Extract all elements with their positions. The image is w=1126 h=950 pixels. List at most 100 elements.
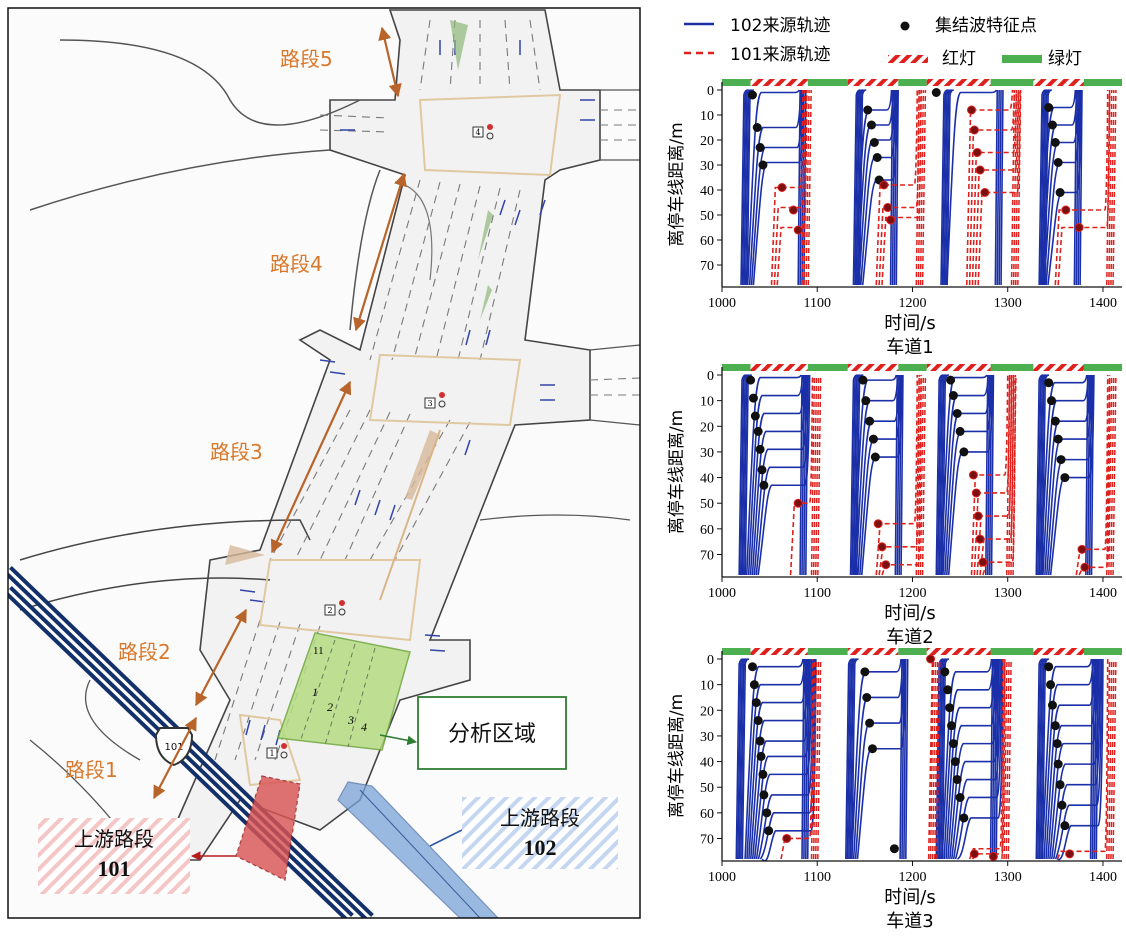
feature-point-30 [1047, 700, 1057, 710]
traj-101-c3-1 [1057, 89, 1111, 286]
x-tick-label-3: 1300 [994, 296, 1022, 311]
feature-point-8 [858, 375, 868, 385]
signal-red-0 [750, 364, 808, 371]
signal-red-3 [1033, 648, 1084, 655]
x-axis-label: 时间/s [884, 887, 935, 908]
feature-point-32 [1077, 544, 1087, 554]
traj-101-tail-c2-1 [1003, 658, 1008, 860]
traj-101-c2-1 [971, 658, 1006, 860]
traj-102-tail-c1-0 [889, 89, 894, 286]
feature-point-3 [753, 426, 763, 436]
signal-red-0 [750, 648, 808, 655]
traj-101-c2-0 [965, 89, 1014, 286]
map-frame [7, 7, 641, 919]
feature-point-10 [865, 416, 875, 426]
lane-number-1: 1 [312, 685, 318, 699]
y-axis-label: 离停车线距离/m [667, 122, 687, 246]
feature-point-26 [1061, 205, 1071, 215]
feature-point-8 [867, 120, 877, 130]
traj-101-tail-c0-0 [810, 374, 816, 576]
traj-102-tail-c1-1 [896, 374, 900, 576]
segment-arrows [153, 26, 407, 800]
upstream-102-road [337, 781, 499, 918]
upstream-102-box [462, 797, 618, 869]
signal-red-1 [847, 79, 899, 86]
feature-point-5 [757, 465, 767, 475]
feature-point-0 [747, 90, 757, 100]
y-tick-label-1: 10 [700, 109, 714, 124]
traj-101-tail-c0-0 [801, 89, 806, 286]
traj-102-c0-2 [749, 374, 805, 576]
signal-green-1 [807, 79, 848, 86]
y-tick-label-5: 50 [700, 209, 714, 224]
feature-point-29 [1046, 680, 1056, 690]
traj-101-c1-2 [881, 89, 922, 286]
chart-title: 车道1 [886, 337, 933, 358]
traj-102-free-c3-4 [1044, 89, 1052, 286]
traj-102-free-c1-4 [858, 89, 867, 286]
traj-101-tail-c2-3 [1007, 658, 1012, 860]
traj-101-c0-0 [780, 658, 814, 860]
traj-102-c0-0 [746, 89, 800, 286]
signal-green-3 [990, 364, 1034, 371]
upstream-101-box [38, 818, 190, 894]
x-tick-label-2: 1200 [898, 586, 926, 601]
feature-point-20 [959, 447, 969, 457]
traj-102-tail-c3-2 [1088, 374, 1093, 576]
traj-102-c1-3 [856, 658, 907, 860]
traj-102-tail-c2-3 [1000, 89, 1004, 286]
traj-101-c3-0 [1075, 374, 1109, 576]
y-tick-label-2: 20 [700, 134, 714, 149]
traj-102-free-c2-4 [941, 658, 950, 860]
feature-point-2 [751, 698, 761, 708]
legend-label-green: 绿灯 [1048, 49, 1082, 69]
feature-point-30 [1056, 455, 1066, 465]
traj-101-tail-c0-3 [817, 658, 822, 860]
y-tick-label-3: 30 [700, 730, 714, 745]
feature-point-20 [980, 188, 990, 197]
signal-red-2 [926, 648, 991, 655]
traj-102-tail-c3-2 [1093, 658, 1098, 860]
feature-point-6 [758, 769, 768, 779]
traj-101-c0-0 [770, 89, 804, 286]
traj-102-tail-c3-1 [1075, 89, 1079, 286]
legend-label-red: 红灯 [942, 49, 976, 69]
signal-green-3 [990, 79, 1034, 86]
feature-point-4 [755, 736, 765, 746]
traj-101-tail-c3-3 [1112, 658, 1117, 860]
traj-102-c0-0 [745, 374, 802, 576]
signal-green-0 [722, 648, 751, 655]
feature-point-10 [872, 153, 882, 162]
traj-101-c2-3 [974, 89, 1019, 286]
y-tick-label-6: 60 [700, 807, 714, 822]
signal-red-3 [1033, 79, 1084, 86]
traj-101-tail-c2-2 [1010, 374, 1015, 576]
feature-point-23 [1050, 138, 1060, 147]
feature-point-37 [1065, 849, 1075, 859]
traj-101-tail-c3-2 [1110, 374, 1115, 576]
traj-102-tail-c2-1 [991, 658, 996, 860]
feature-point-24 [1053, 158, 1063, 167]
traj-101-c2-0 [970, 374, 1009, 576]
feature-point-20 [947, 721, 957, 731]
x-tick-label-0: 1000 [708, 586, 736, 601]
feature-point-14 [886, 215, 896, 225]
feature-point-21 [1044, 103, 1054, 112]
traj-102-tail-c2-0 [985, 374, 989, 576]
traj-101-c2-0 [968, 658, 1004, 860]
traj-101-c3-0 [1054, 89, 1109, 286]
x-tick-label-4: 1400 [1089, 870, 1117, 885]
traj-102-c2-2 [945, 658, 996, 860]
traj-102-tail-c3-0 [1073, 89, 1078, 286]
y-tick-label-5: 50 [700, 781, 714, 796]
traj-102-tail-c1-2 [893, 89, 898, 286]
traj-102-c0-9 [761, 658, 817, 861]
feature-point-2 [750, 411, 760, 421]
traj-101-tail-c0-1 [803, 89, 808, 286]
traj-101-tail-c0-1 [812, 374, 818, 576]
feature-point-26 [1044, 378, 1054, 388]
feature-point-12 [862, 692, 872, 702]
traj-102-tail-c3-0 [1085, 374, 1089, 576]
feature-point-21 [968, 470, 978, 480]
